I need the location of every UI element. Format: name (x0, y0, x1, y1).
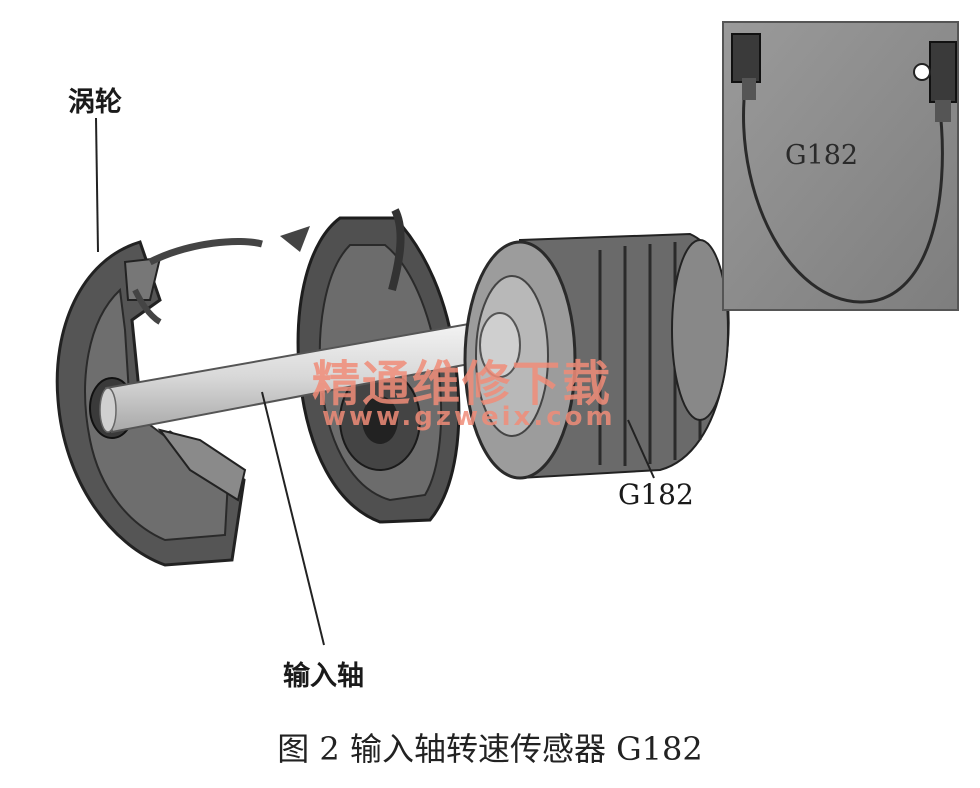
figure-caption: 图 2 输入轴转速传感器 G182 (277, 730, 703, 768)
watermark-text: 精通维修下载 (312, 356, 613, 412)
watermark-url: www.gzweix.com (322, 402, 616, 432)
clutch-drum-assembly (463, 232, 730, 480)
sensor-photo-inset (722, 21, 959, 311)
leader-lines (95, 117, 655, 646)
label-inset-g182: G182 (785, 140, 859, 171)
label-input-shaft: 输入轴 (283, 661, 364, 692)
label-turbine: 涡轮 (68, 87, 122, 118)
label-sensor-g182: G182 (618, 478, 694, 511)
rotation-arrow (132, 226, 310, 325)
